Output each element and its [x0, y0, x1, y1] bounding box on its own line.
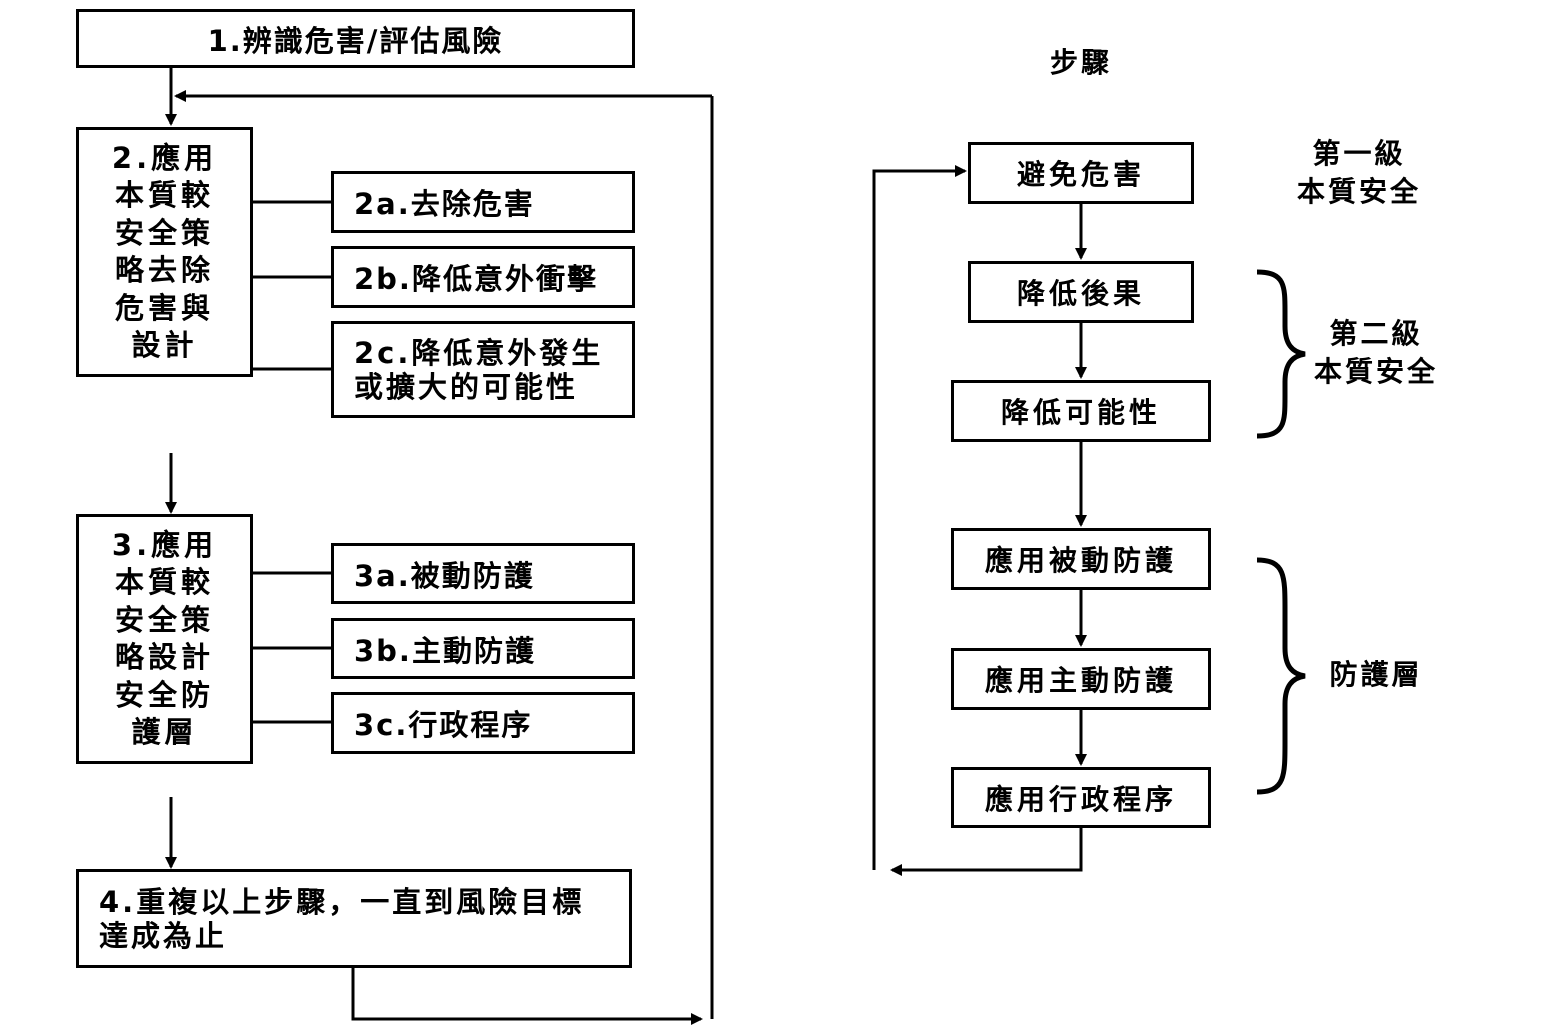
group-label-second-level: 第二級 本質安全	[1313, 317, 1438, 388]
steps-header: 步驟	[1049, 46, 1112, 79]
step3-box: 3.應用 本質較 安全策 略設計 安全防 護層	[76, 514, 253, 764]
group-label-protection-layers: 防護層	[1329, 658, 1423, 691]
brace-group2	[1256, 269, 1306, 439]
step1-label: 1.辨識危害/評估風險	[207, 23, 504, 58]
step3b-box: 3b.主動防護	[331, 618, 635, 679]
right-step-admin-procedure-label: 應用行政程序	[984, 782, 1177, 816]
right-step-admin-procedure: 應用行政程序	[951, 767, 1211, 828]
right-step-avoid-hazard: 避免危害	[968, 142, 1194, 204]
right-step-reduce-consequence-label: 降低後果	[1016, 277, 1145, 310]
step2b-box: 2b.降低意外衝擊	[331, 246, 635, 308]
step2-label: 2.應用 本質較 安全策 略去除 危害與 設計	[111, 140, 218, 363]
step4-box: 4.重複以上步驟，一直到風險目標 達成為止	[76, 869, 632, 968]
step3c-label: 3c.行政程序	[354, 708, 533, 742]
right-step-active-protection: 應用主動防護	[951, 648, 1211, 710]
step2c-box: 2c.降低意外發生 或擴大的可能性	[331, 321, 635, 418]
step3-label: 3.應用 本質較 安全策 略設計 安全防 護層	[111, 527, 218, 750]
brace-group3	[1256, 557, 1306, 795]
right-loop-side	[872, 165, 967, 870]
right-loop-bottom	[890, 827, 1083, 876]
step3a-label: 3a.被動防護	[354, 558, 535, 593]
step1-box: 1.辨識危害/評估風險	[76, 9, 635, 68]
step2b-label: 2b.降低意外衝擊	[354, 262, 598, 296]
step3b-label: 3b.主動防護	[354, 633, 536, 668]
group-label-first-level: 第一級 本質安全	[1296, 137, 1421, 208]
step3a-box: 3a.被動防護	[331, 543, 635, 604]
right-step-reduce-likelihood-label: 降低可能性	[1000, 396, 1161, 429]
step4-label: 4.重複以上步驟，一直到風險目標 達成為止	[99, 884, 585, 953]
right-step-reduce-likelihood: 降低可能性	[951, 380, 1211, 442]
step2-box: 2.應用 本質較 安全策 略去除 危害與 設計	[76, 127, 253, 377]
right-step-avoid-hazard-label: 避免危害	[1016, 158, 1145, 191]
right-step-active-protection-label: 應用主動防護	[984, 664, 1177, 697]
right-step-passive-protection: 應用被動防護	[951, 528, 1211, 590]
step2a-box: 2a.去除危害	[331, 171, 635, 233]
step2a-label: 2a.去除危害	[354, 187, 535, 221]
step2c-label: 2c.降低意外發生 或擴大的可能性	[354, 335, 604, 404]
right-step-reduce-consequence: 降低後果	[968, 261, 1194, 323]
loop-return-line	[351, 967, 703, 1025]
step3c-box: 3c.行政程序	[331, 692, 635, 754]
right-step-passive-protection-label: 應用被動防護	[984, 544, 1177, 577]
